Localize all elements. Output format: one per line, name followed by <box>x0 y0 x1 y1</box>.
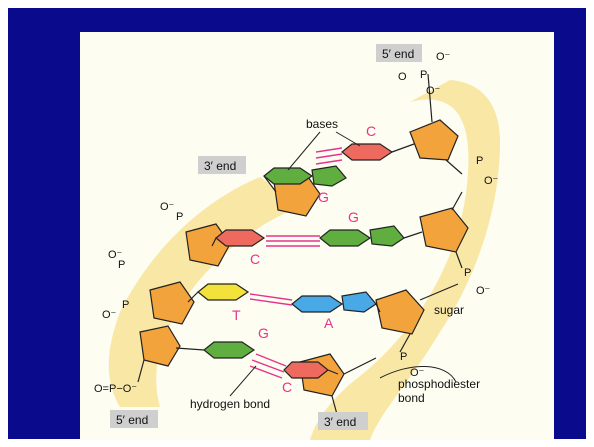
five-end-top-label: 5′ end <box>382 47 414 61</box>
base-a-2 <box>341 291 377 313</box>
base-letter-c-bottom: C <box>282 379 292 395</box>
o-eq-p-bottom: O=P−O⁻ <box>94 383 137 395</box>
base-g-mid-2 <box>369 225 405 247</box>
base-t <box>197 283 250 301</box>
base-letter-c-top: C <box>366 123 376 139</box>
p-left-1: P <box>176 211 183 223</box>
sugar-left-4 <box>139 325 181 367</box>
o-minus-left-2: O⁻ <box>108 249 123 261</box>
base-c-left <box>215 229 266 247</box>
phosphodiester-label-2: bond <box>398 391 425 405</box>
p-left-3: P <box>122 299 129 311</box>
o-minus-right-2: O⁻ <box>476 285 491 297</box>
five-end-bottom-label: 5′ end <box>116 413 148 427</box>
base-letter-g-left: G <box>318 189 329 205</box>
sugar-right-3 <box>375 289 425 335</box>
base-c-top <box>341 143 394 161</box>
o-minus-bottom-right: O⁻ <box>410 367 425 379</box>
hydrogen-bond-label: hydrogen bond <box>190 397 270 411</box>
base-letter-t: T <box>232 307 241 323</box>
o-top: O <box>398 71 407 83</box>
dna-figure: 5′ end 3′ end 5′ end 3′ end bases sugar … <box>80 32 554 440</box>
base-letter-g-mid: G <box>348 209 359 225</box>
hydrogen-bonds <box>249 147 343 379</box>
dna-diagram: 5′ end 3′ end 5′ end 3′ end bases sugar … <box>94 44 500 440</box>
base-g-top-left-2 <box>311 165 347 187</box>
sugar-label: sugar <box>434 303 464 317</box>
hydrogen-bond-pointer <box>229 365 257 397</box>
p-top: P <box>420 69 427 81</box>
o-minus-top: O⁻ <box>436 51 451 63</box>
sugar-right-2 <box>419 207 469 253</box>
o-minus-left-3: O⁻ <box>102 309 117 321</box>
three-end-bottom-label: 3′ end <box>324 415 356 429</box>
base-c-bottom <box>283 361 329 379</box>
sugar-left-3 <box>149 281 195 325</box>
phosphodiester-bracket <box>379 366 457 383</box>
sugar-left-2 <box>185 223 231 267</box>
o-minus-top-2: O⁻ <box>426 85 441 97</box>
blue-panel: 5′ end 3′ end 5′ end 3′ end bases sugar … <box>8 8 586 440</box>
base-g-low <box>203 341 256 359</box>
three-end-left-box <box>198 156 246 174</box>
three-end-left-label: 3′ end <box>204 159 236 173</box>
base-g-mid <box>319 229 372 247</box>
base-letter-g-low: G <box>258 325 269 341</box>
bases-pointer-1 <box>287 131 321 171</box>
bases-pointer-2 <box>335 131 361 147</box>
base-letter-c-left: C <box>250 251 260 267</box>
three-end-bottom-box <box>318 412 368 430</box>
p-right-2: P <box>464 267 471 279</box>
o-minus-left-1: O⁻ <box>160 201 175 213</box>
bases-label: bases <box>306 117 338 131</box>
p-bottom-right: P <box>400 351 407 363</box>
o-minus-right: O⁻ <box>484 175 499 187</box>
p-left-2: P <box>118 259 125 271</box>
five-end-bottom-box <box>110 410 158 428</box>
five-end-top-box <box>376 44 422 62</box>
phosphodiester-label-1: phosphodiester <box>398 377 480 391</box>
base-a <box>291 295 344 313</box>
p-right: P <box>476 155 483 167</box>
base-letter-a: A <box>324 315 334 331</box>
sugar-top-right <box>409 119 459 161</box>
